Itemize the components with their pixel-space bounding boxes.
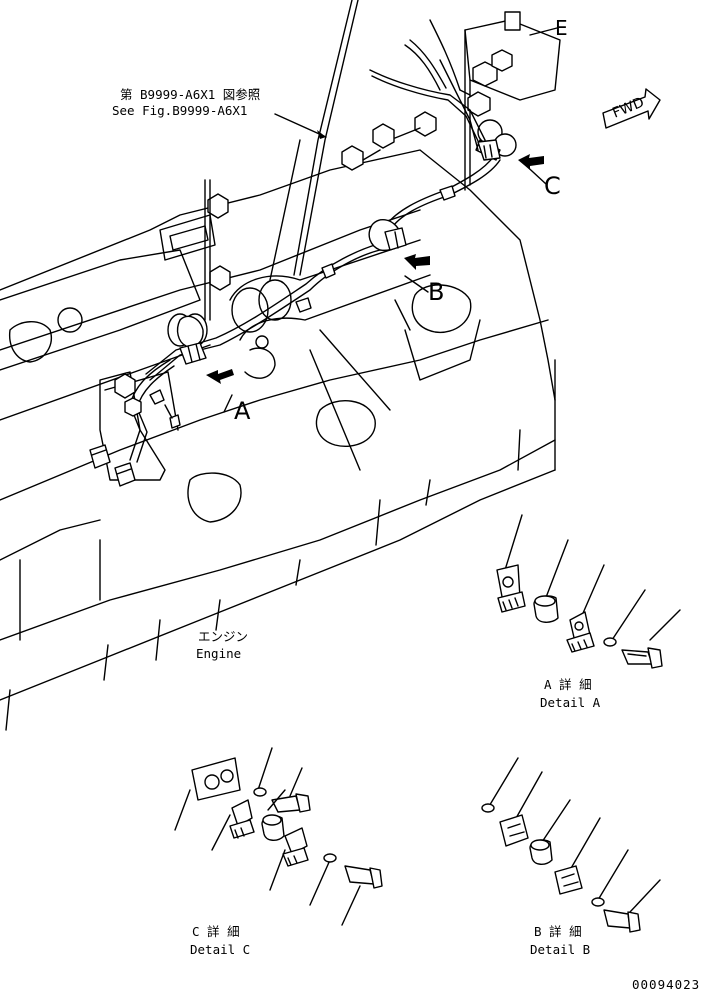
detail-a-parts: [496, 514, 681, 669]
reference-label-en: See Fig.B9999-A6X1: [112, 103, 248, 118]
view-label-a: A: [234, 397, 251, 425]
view-label-b: B: [428, 278, 445, 306]
engine-label-en: Engine: [196, 646, 242, 661]
detail-b-title-jp: B 詳 細: [534, 924, 582, 939]
drawing-number: 00094023: [632, 977, 701, 992]
left-bracket: [89, 371, 181, 487]
engine-label-jp: エンジン: [198, 629, 249, 644]
detail-a-title-en: Detail A: [540, 695, 601, 710]
pointer-arrows: [206, 154, 544, 384]
detail-b-parts: [481, 757, 661, 933]
fwd-arrow: [602, 88, 661, 129]
detail-c-title-en: Detail C: [190, 942, 251, 957]
engine-block: [0, 149, 556, 731]
detail-c-parts: [174, 747, 383, 926]
leader-lines: [223, 27, 558, 471]
left-upper-bolts: [204, 179, 231, 321]
upper-bracket: [341, 11, 561, 191]
reference-tube: [293, 0, 359, 276]
detail-a-title-jp: A 詳 細: [544, 677, 592, 692]
view-label-c: C: [544, 172, 561, 200]
detail-c-title-jp: C 詳 細: [192, 924, 240, 939]
view-label-e: E: [555, 16, 568, 40]
detail-b-title-en: Detail B: [530, 942, 591, 957]
wiring-harness: [129, 19, 501, 463]
reference-label-jp: 第 B9999-A6X1 図参照: [120, 87, 261, 102]
